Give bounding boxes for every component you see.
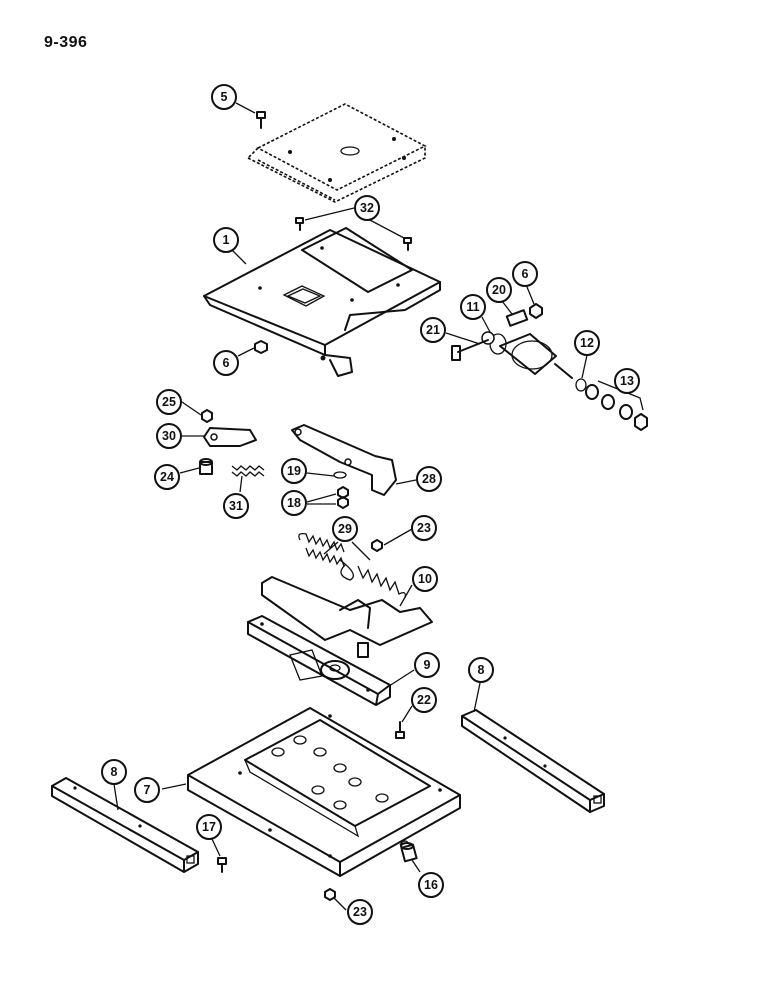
callout-20: 20 xyxy=(486,277,512,303)
page-number: 9-396 xyxy=(44,34,88,51)
callout-9: 9 xyxy=(414,652,440,678)
svg-text:25: 25 xyxy=(162,395,176,409)
nut-23-bottom xyxy=(324,888,336,901)
base-7 xyxy=(187,707,461,877)
svg-text:16: 16 xyxy=(424,878,438,892)
screws-32 xyxy=(295,217,412,251)
pin-21 xyxy=(451,339,489,361)
svg-text:22: 22 xyxy=(417,693,431,707)
callout-19: 19 xyxy=(281,458,307,484)
svg-text:23: 23 xyxy=(417,521,431,535)
svg-text:20: 20 xyxy=(492,283,506,297)
rail-8-right xyxy=(461,709,605,813)
upper-slide-plate xyxy=(203,227,441,377)
rail-8-left xyxy=(51,777,199,873)
washers-13 xyxy=(585,380,648,431)
washer-19 xyxy=(333,471,347,479)
callout-32: 32 xyxy=(354,195,380,221)
callout-25: 25 xyxy=(156,389,182,415)
callout-5: 5 xyxy=(211,84,237,110)
stud-24 xyxy=(199,458,213,475)
callout-17: 17 xyxy=(196,814,222,840)
svg-text:10: 10 xyxy=(418,572,432,586)
callout-13: 13 xyxy=(614,368,640,394)
nut-25 xyxy=(201,409,213,423)
screw-17 xyxy=(217,857,227,873)
nut-6-lower xyxy=(254,340,268,354)
callout-30: 30 xyxy=(156,423,182,449)
callout-16: 16 xyxy=(418,872,444,898)
screw-22 xyxy=(395,721,405,739)
svg-text:28: 28 xyxy=(422,472,436,486)
nut-23-mid xyxy=(371,539,383,552)
nuts-18 xyxy=(337,486,349,509)
callout-6-upper: 6 xyxy=(512,261,538,287)
svg-text:19: 19 xyxy=(287,464,301,478)
svg-text:1: 1 xyxy=(223,233,230,247)
callout-10: 10 xyxy=(412,566,438,592)
callout-31: 31 xyxy=(223,493,249,519)
svg-text:24: 24 xyxy=(160,470,174,484)
callout-6-lower: 6 xyxy=(213,350,239,376)
svg-text:23: 23 xyxy=(353,905,367,919)
svg-text:8: 8 xyxy=(478,663,485,677)
lower-slide-9 xyxy=(247,615,391,706)
svg-text:9: 9 xyxy=(424,658,431,672)
svg-text:32: 32 xyxy=(360,201,374,215)
svg-text:17: 17 xyxy=(202,820,216,834)
svg-text:13: 13 xyxy=(620,374,634,388)
callout-21: 21 xyxy=(420,317,446,343)
lever-28 xyxy=(291,424,397,496)
springs-29 xyxy=(298,532,407,599)
callout-22: 22 xyxy=(411,687,437,713)
bolt-5 xyxy=(256,111,266,129)
callout-24: 24 xyxy=(154,464,180,490)
nut-6-upper xyxy=(529,303,543,319)
bushing-20 xyxy=(505,309,529,327)
leader-lines xyxy=(113,102,588,911)
callout-1: 1 xyxy=(213,227,239,253)
svg-text:7: 7 xyxy=(144,783,151,797)
callout-18: 18 xyxy=(281,490,307,516)
svg-text:29: 29 xyxy=(338,522,352,536)
washer-12 xyxy=(575,378,587,392)
shock-absorber xyxy=(481,331,573,379)
cap-16 xyxy=(400,842,418,863)
callout-12: 12 xyxy=(574,330,600,356)
callout-28: 28 xyxy=(416,466,442,492)
svg-text:30: 30 xyxy=(162,429,176,443)
callout-8-right: 8 xyxy=(468,657,494,683)
spring-31 xyxy=(231,465,265,477)
svg-text:31: 31 xyxy=(229,499,243,513)
svg-text:18: 18 xyxy=(287,496,301,510)
callout-8-left: 8 xyxy=(101,759,127,785)
svg-text:11: 11 xyxy=(466,300,479,314)
callout-7: 7 xyxy=(134,777,160,803)
svg-text:12: 12 xyxy=(580,336,594,350)
callout-29: 29 xyxy=(332,516,358,542)
svg-text:6: 6 xyxy=(522,267,529,281)
bracket-10 xyxy=(261,576,433,658)
callout-23-mid: 23 xyxy=(411,515,437,541)
mounting-plate xyxy=(247,103,427,203)
svg-text:6: 6 xyxy=(223,356,230,370)
svg-text:5: 5 xyxy=(221,90,228,104)
callout-23-bottom: 23 xyxy=(347,899,373,925)
callout-11: 11 xyxy=(460,294,486,320)
svg-text:8: 8 xyxy=(111,765,118,779)
latch-30 xyxy=(203,427,257,447)
svg-text:21: 21 xyxy=(426,323,440,337)
